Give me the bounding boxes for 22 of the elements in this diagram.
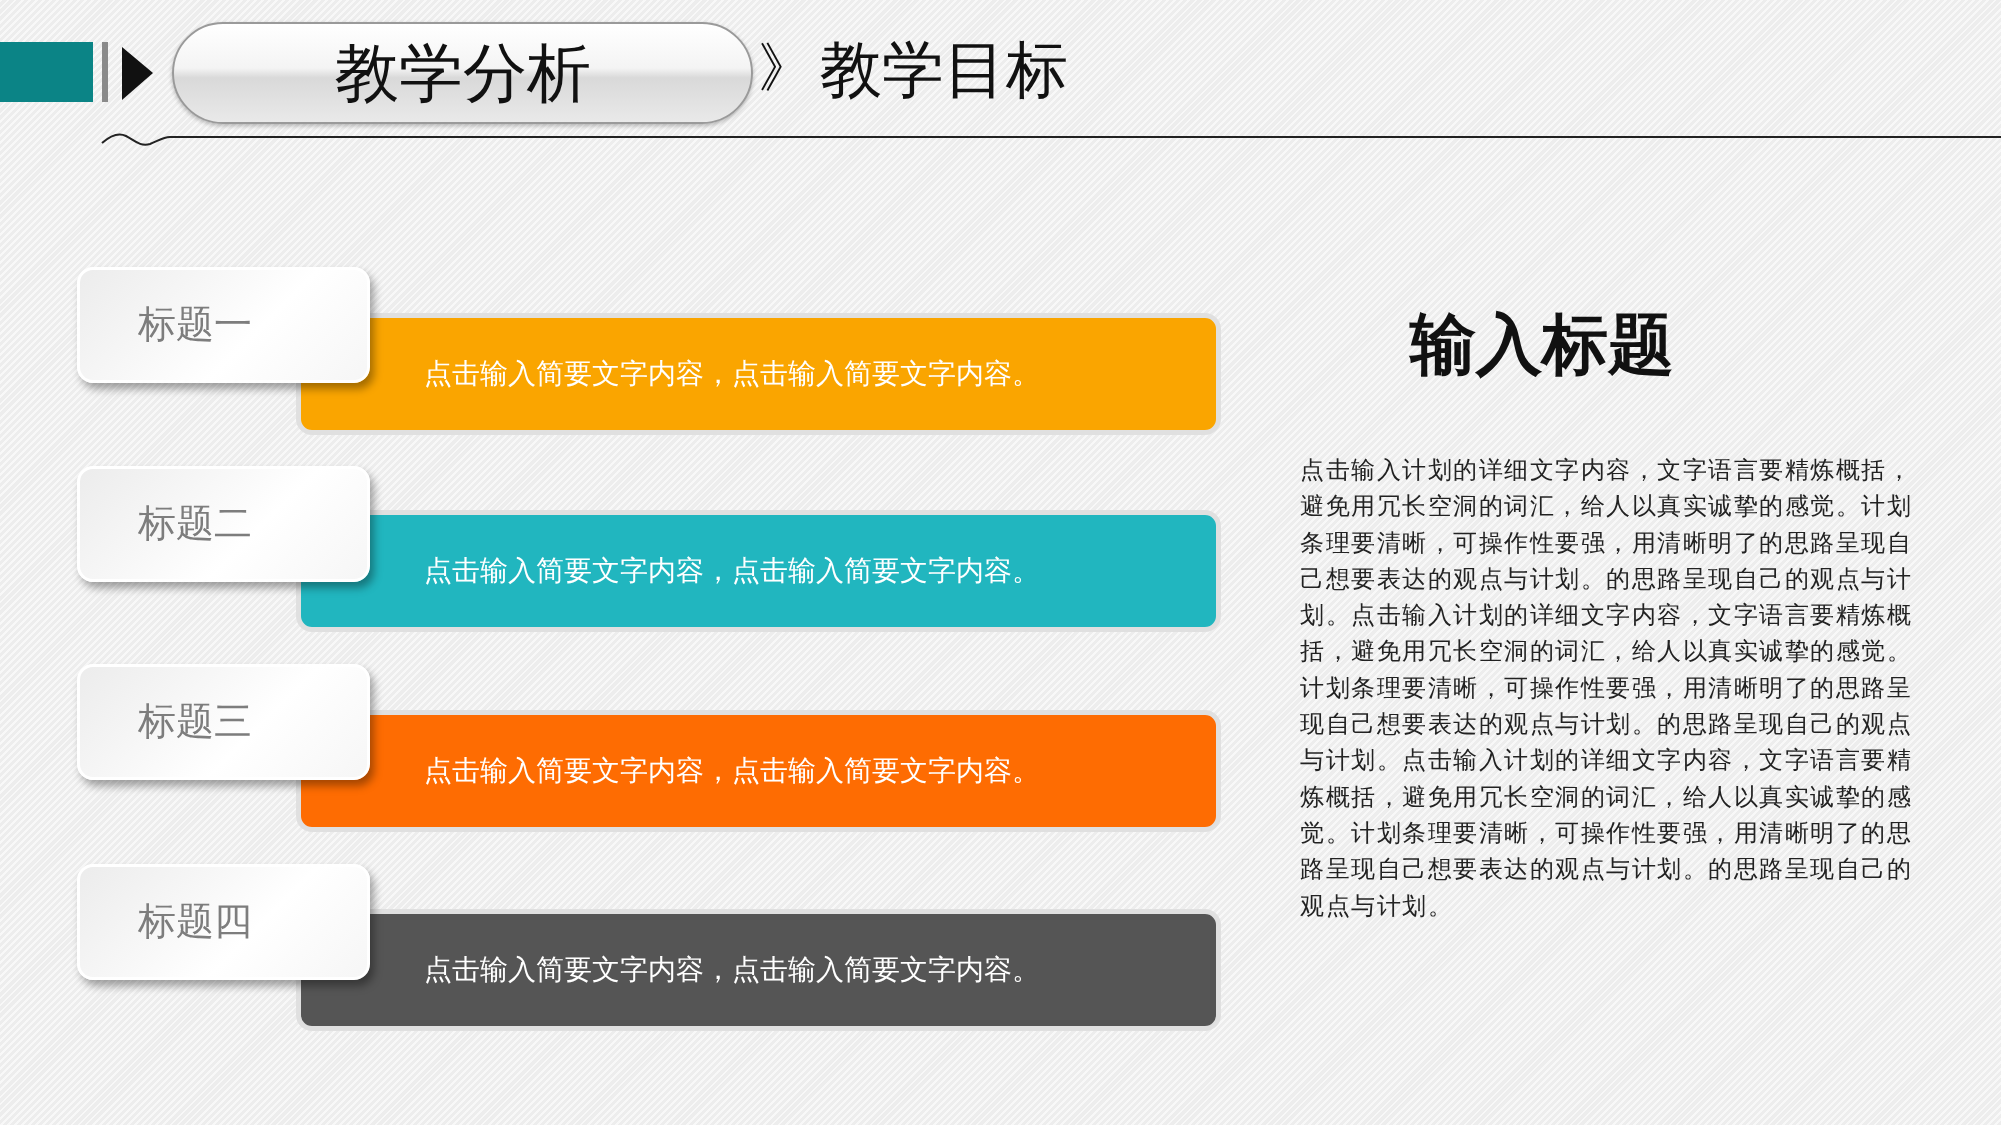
bar-text: 点击输入简要文字内容，点击输入简要文字内容。 <box>423 357 1040 391</box>
title-card <box>77 466 370 582</box>
section-heading: 输入标题 <box>1410 305 1674 385</box>
double-chevron: 》 <box>758 36 812 100</box>
title-card <box>77 864 370 980</box>
content-bar <box>296 510 1221 632</box>
title-card <box>77 664 370 780</box>
bar-text: 点击输入简要文字内容，点击输入简要文字内容。 <box>423 953 1040 987</box>
content-bar <box>296 909 1221 1031</box>
body-paragraph: 点击输入计划的详细文字内容，文字语言要精炼概括，避免用冗长空洞的词汇，给人以真实诚挚的感觉。计划条理要清晰，可操作性要强，用清晰明了的思路呈现自己想要表达的观点与计划。的思路呈现自己的观点与计划。点击输入计划的详细文字内容，文字语言要精炼概括，避免用冗长空洞的词汇，给人以真实诚挚的感觉。计划条理要清晰，可操作性要强，用清晰明了的思路呈现自己想要表达的观点与计划。的思路呈现自己的观点与计划。点击输入计划的详细文字内容，文字语言要精炼概括，避免用冗长空洞的词汇，给人以真实诚挚的感觉。计划条理要清晰，可操作性要强，用清晰明了的思路呈现自己想要表达的观点与计划。的思路呈现自己的观点与计划。 <box>1300 455 1913 922</box>
bar-text: 点击输入简要文字内容，点击输入简要文字内容。 <box>423 554 1040 588</box>
card-title: 标题三 <box>137 699 252 745</box>
content-bar <box>296 313 1221 435</box>
card-title: 标题二 <box>137 501 252 547</box>
bar-text: 点击输入简要文字内容，点击输入简要文字内容。 <box>423 754 1040 788</box>
card-title: 标题一 <box>137 302 252 348</box>
header-tab <box>172 22 753 124</box>
title-card <box>77 267 370 383</box>
tab-title: 教学分析 <box>334 37 591 109</box>
card-title: 标题四 <box>137 899 252 945</box>
content-bar <box>296 710 1221 832</box>
header-title: 教学目标 <box>820 33 1068 107</box>
